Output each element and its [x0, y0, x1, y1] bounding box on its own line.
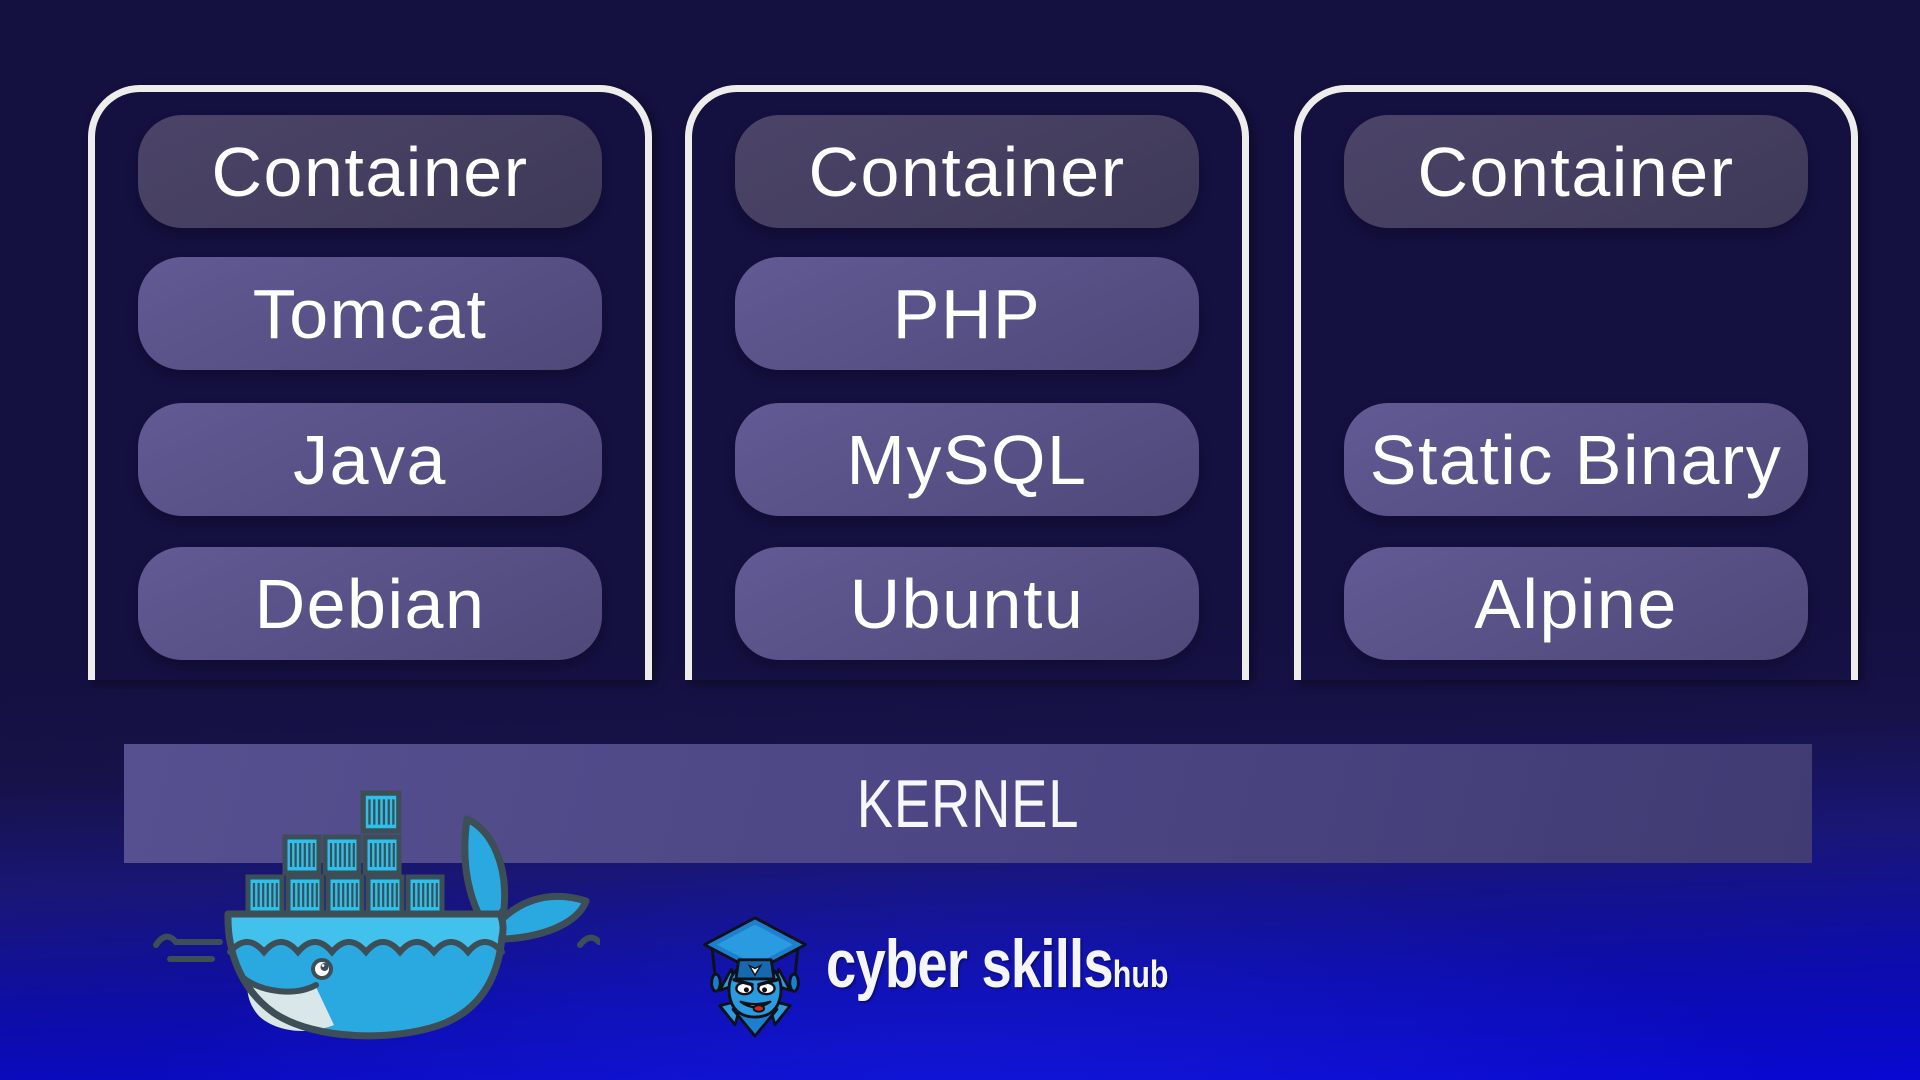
layer-label: Java: [293, 420, 447, 499]
container-header-pill: Container: [1344, 115, 1808, 228]
layer-label: Alpine: [1474, 564, 1678, 643]
layer-pill: Tomcat: [138, 257, 602, 370]
brand-primary-text: cyber skills: [826, 926, 1114, 1002]
layer-label: Tomcat: [252, 274, 488, 353]
kernel-bar: KERNEL: [124, 744, 1812, 863]
layer-label: MySQL: [846, 420, 1088, 499]
docker-whale-icon: [148, 758, 602, 1060]
layer-pill: PHP: [735, 257, 1199, 370]
container-header-label: Container: [808, 132, 1126, 211]
layer-pill: Static Binary: [1344, 403, 1808, 516]
container-header-label: Container: [1417, 132, 1735, 211]
layer-pill: Alpine: [1344, 547, 1808, 660]
layer-pill: MySQL: [735, 403, 1199, 516]
kernel-label: KERNEL: [856, 765, 1080, 842]
container-stack-card-3: Container Static Binary Alpine: [1294, 85, 1858, 680]
layer-label: Ubuntu: [849, 564, 1085, 643]
layer-label: Debian: [254, 564, 486, 643]
cyber-skills-mascot-icon: [700, 916, 810, 1038]
container-stack-card-1: Container Tomcat Java Debian: [88, 85, 652, 680]
layer-pill: Java: [138, 403, 602, 516]
layer-pill: Ubuntu: [735, 547, 1199, 660]
container-header-label: Container: [211, 132, 529, 211]
container-header-pill: Container: [138, 115, 602, 228]
brand-suffix-text: hub: [1112, 954, 1169, 996]
container-header-pill: Container: [735, 115, 1199, 228]
layer-pill: Debian: [138, 547, 602, 660]
container-stack-card-2: Container PHP MySQL Ubuntu: [685, 85, 1249, 680]
layer-label: Static Binary: [1369, 420, 1783, 499]
layer-label: PHP: [892, 274, 1042, 353]
